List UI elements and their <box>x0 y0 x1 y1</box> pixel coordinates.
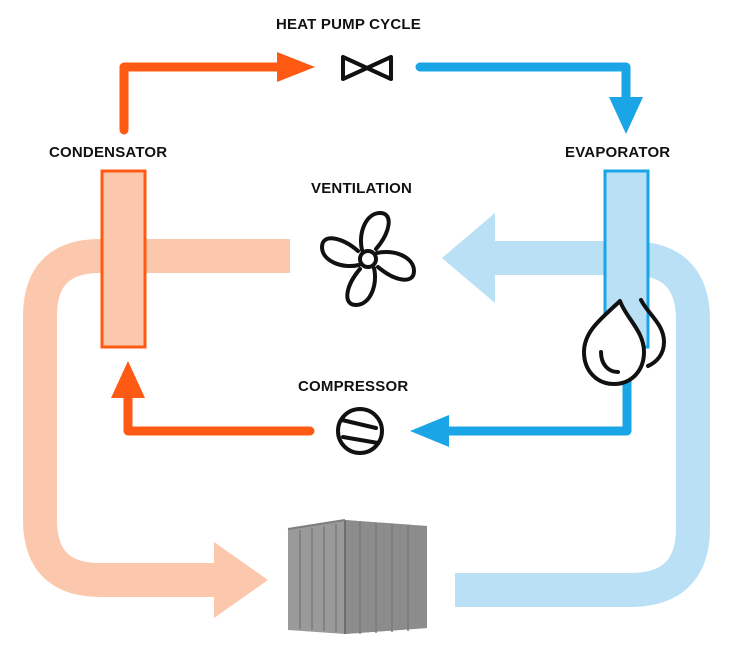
cold-line-top <box>415 62 631 105</box>
condensator-label: CONDENSATOR <box>49 144 168 161</box>
hot-line-bottom <box>123 390 315 436</box>
cold-airflow-arrowhead <box>442 213 495 303</box>
condensator-coil <box>100 169 147 349</box>
cold-line-bottom <box>440 370 632 436</box>
water-drops-icon <box>582 298 666 386</box>
shipping-container-icon <box>287 519 427 634</box>
warm-airflow-loop <box>23 239 290 597</box>
compressor-label: COMPRESSOR <box>298 378 409 395</box>
compressor-icon <box>336 407 384 455</box>
evaporator-label: EVAPORATOR <box>565 144 671 161</box>
cold-line-bottom-arrowhead <box>410 415 449 447</box>
warm-airflow-arrowhead <box>214 542 268 618</box>
cold-line-top-arrowhead <box>609 97 643 134</box>
ventilation-label: VENTILATION <box>311 180 413 197</box>
diagram-title: HEAT PUMP CYCLE <box>276 16 421 33</box>
hot-line-top <box>119 62 288 135</box>
hot-line-top-arrowhead <box>277 52 315 82</box>
fan-icon <box>320 211 416 307</box>
cold-airflow-loop <box>455 241 710 607</box>
valve-icon <box>341 55 393 81</box>
hot-line-bottom-arrowhead <box>111 361 145 398</box>
